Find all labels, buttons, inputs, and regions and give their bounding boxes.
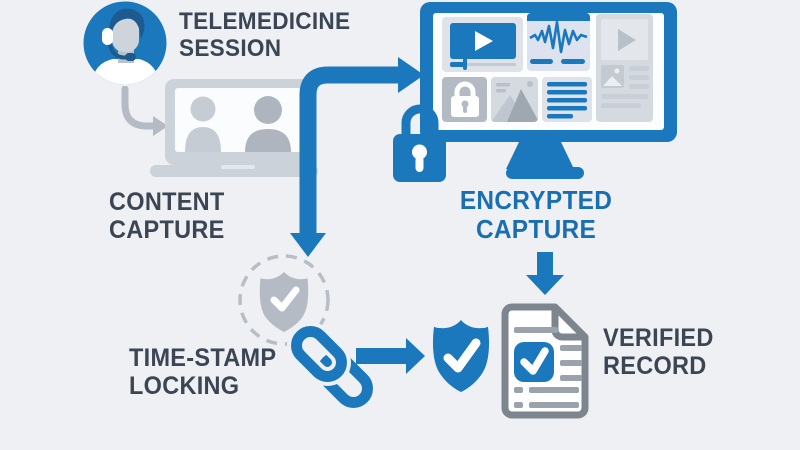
- verified-record-label: VERIFIED RECORD: [603, 324, 714, 380]
- down-arrow-icon: [526, 252, 564, 295]
- dashed-shield-icon: [238, 254, 330, 346]
- media-column-tile: [596, 14, 653, 122]
- verified-record-line2: RECORD: [603, 352, 707, 380]
- telemedicine-session-line1: TELEMEDICINE: [179, 8, 351, 35]
- laptop-videocall-icon: [150, 79, 318, 177]
- telemedicine-session-label: TELEMEDICINE SESSION: [179, 8, 351, 63]
- headset-agent-icon: [83, 1, 167, 85]
- lock-tile: [442, 77, 487, 122]
- content-capture-label: CONTENT CAPTURE: [109, 188, 225, 244]
- telemedicine-session-line2: SESSION: [179, 34, 282, 62]
- encrypted-capture-line1: ENCRYPTED: [459, 185, 613, 215]
- verified-record-line1: VERIFIED: [603, 324, 714, 352]
- elbow-arrow-icon: [290, 57, 424, 257]
- document-check-icon: [501, 303, 589, 419]
- time-stamp-locking-label: TIME-STAMP LOCKING: [129, 344, 276, 400]
- time-stamp-locking-line1: TIME-STAMP: [129, 344, 277, 372]
- monitor-dashboard-icon: [420, 2, 677, 179]
- right-arrow-icon: [356, 338, 425, 374]
- padlock-icon: [393, 104, 446, 182]
- text-lines-tile: [542, 77, 592, 122]
- encrypted-capture-line2: CAPTURE: [475, 214, 597, 245]
- content-capture-line2: CAPTURE: [109, 216, 225, 244]
- video-player-tile: [442, 17, 523, 72]
- time-stamp-locking-line2: LOCKING: [129, 372, 240, 400]
- shield-check-icon: [432, 320, 490, 392]
- encrypted-capture-label: ENCRYPTED CAPTURE: [442, 185, 630, 245]
- chain-link-icon: [287, 322, 373, 408]
- content-capture-line1: CONTENT: [109, 188, 225, 216]
- waveform-tile: [527, 13, 590, 71]
- curved-arrow-icon: [121, 86, 168, 136]
- area-chart-tile: [491, 77, 538, 122]
